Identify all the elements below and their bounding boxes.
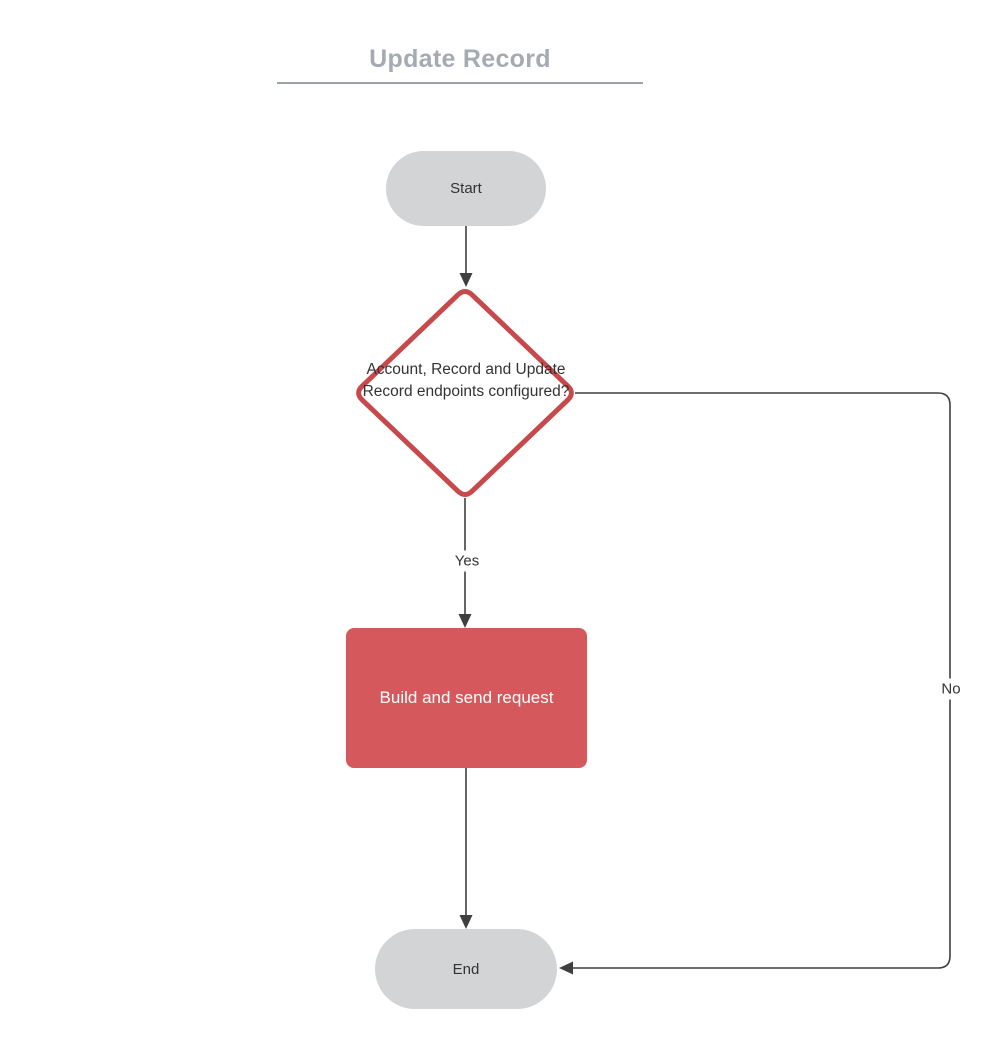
node-decision-shape [356, 288, 574, 498]
edge-label-yes: Yes [449, 550, 485, 572]
node-process: Build and send request [346, 628, 587, 768]
node-end: End [375, 929, 557, 1009]
arrowhead-decision-to-process [458, 614, 472, 628]
edge-decision-to-end-no [573, 392, 951, 969]
node-process-label: Build and send request [379, 688, 554, 707]
edge-label-no: No [936, 678, 966, 700]
node-start-label: Start [450, 180, 482, 197]
page-title: Update Record [277, 45, 643, 84]
arrowhead-start-to-decision [459, 273, 473, 287]
arrowhead-process-to-end [459, 915, 473, 929]
node-end-label: End [452, 960, 480, 978]
arrowhead-decision-to-end-no [559, 961, 573, 975]
node-start: Start [386, 151, 546, 226]
node-decision-label: Account, Record and Update Record endpoi… [362, 361, 570, 400]
